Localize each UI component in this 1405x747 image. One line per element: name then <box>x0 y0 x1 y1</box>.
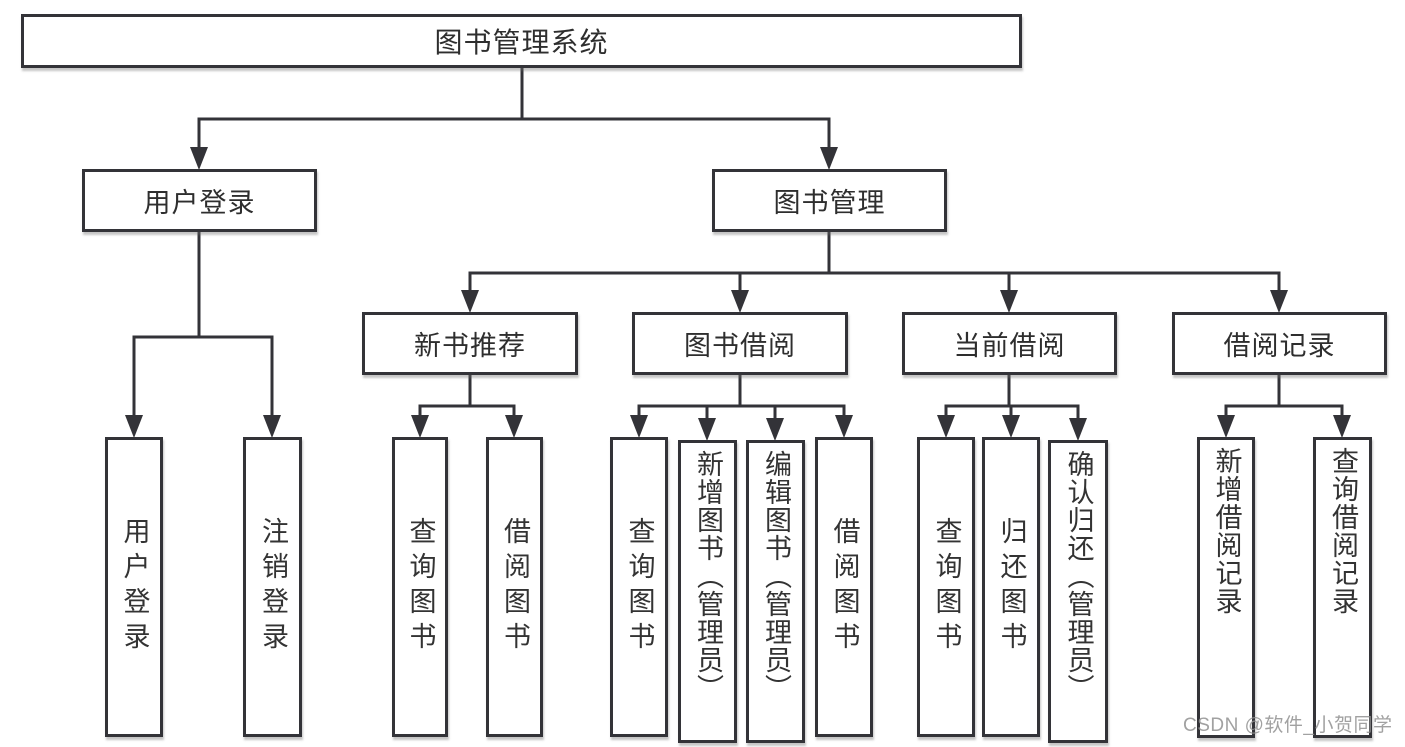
node-user-login-label: 用户登录 <box>143 188 256 218</box>
node-cur-borrow-label: 当前借阅 <box>953 331 1066 361</box>
node-book-mgmt-label: 图书管理 <box>773 188 886 218</box>
leaf-nr-query-label: 查询图书 <box>405 517 436 657</box>
leaf-bb-add-label: 新增图书（管理员） <box>693 450 723 702</box>
watermark: CSDN @软件_小贺同学 <box>1183 715 1393 736</box>
leaf-bb-edit-label: 编辑图书（管理员） <box>761 450 791 702</box>
leaf-login: 用户登录 <box>105 437 163 737</box>
leaf-logout: 注销登录 <box>243 437 302 737</box>
leaf-nr-borrow: 借阅图书 <box>486 437 543 737</box>
leaf-cb-query-label: 查询图书 <box>931 517 962 657</box>
leaf-login-label: 用户登录 <box>119 517 150 657</box>
node-new-rec-label: 新书推荐 <box>414 331 526 361</box>
leaf-rec-add: 新增借阅记录 <box>1197 437 1255 738</box>
connector-user-login-branch <box>125 229 281 438</box>
leaf-logout-label: 注销登录 <box>258 517 288 657</box>
leaf-rec-query-label: 查询借阅记录 <box>1328 447 1358 615</box>
node-book-mgmt: 图书管理 <box>712 169 947 232</box>
connector-book-borrow-branch <box>630 372 853 441</box>
node-new-rec: 新书推荐 <box>362 312 578 375</box>
leaf-bb-edit: 编辑图书（管理员） <box>746 440 805 743</box>
leaf-cb-query: 查询图书 <box>917 437 975 737</box>
node-borrow-rec: 借阅记录 <box>1172 312 1387 375</box>
node-book-borrow: 图书借阅 <box>632 312 848 375</box>
connector-root-branch <box>190 65 838 170</box>
connector-book-mgmt-branch <box>461 229 1288 313</box>
node-root: 图书管理系统 <box>21 14 1022 68</box>
leaf-rec-add-label: 新增借阅记录 <box>1211 447 1242 615</box>
node-borrow-rec-label: 借阅记录 <box>1223 331 1336 361</box>
leaf-nr-query: 查询图书 <box>392 437 448 737</box>
connector-new-rec-branch <box>411 372 523 438</box>
node-book-borrow-label: 图书借阅 <box>684 331 796 361</box>
connector-borrow-rec-branch <box>1217 372 1351 438</box>
leaf-cb-return: 归还图书 <box>982 437 1040 737</box>
leaf-rec-query: 查询借阅记录 <box>1313 437 1372 738</box>
node-cur-borrow: 当前借阅 <box>902 312 1117 375</box>
leaf-cb-return-label: 归还图书 <box>996 517 1027 657</box>
leaf-bb-borrow-label: 借阅图书 <box>829 517 860 657</box>
leaf-bb-query: 查询图书 <box>610 437 668 737</box>
leaf-cb-confirm: 确认归还（管理员） <box>1048 440 1108 743</box>
node-user-login: 用户登录 <box>82 169 317 232</box>
connector-cur-borrow-branch <box>937 372 1087 441</box>
leaf-bb-add: 新增图书（管理员） <box>678 440 737 743</box>
leaf-nr-borrow-label: 借阅图书 <box>500 517 530 657</box>
leaf-bb-borrow: 借阅图书 <box>815 437 873 737</box>
leaf-cb-confirm-label: 确认归还（管理员） <box>1063 450 1094 702</box>
node-root-label: 图书管理系统 <box>434 27 609 58</box>
leaf-bb-query-label: 查询图书 <box>624 517 655 657</box>
